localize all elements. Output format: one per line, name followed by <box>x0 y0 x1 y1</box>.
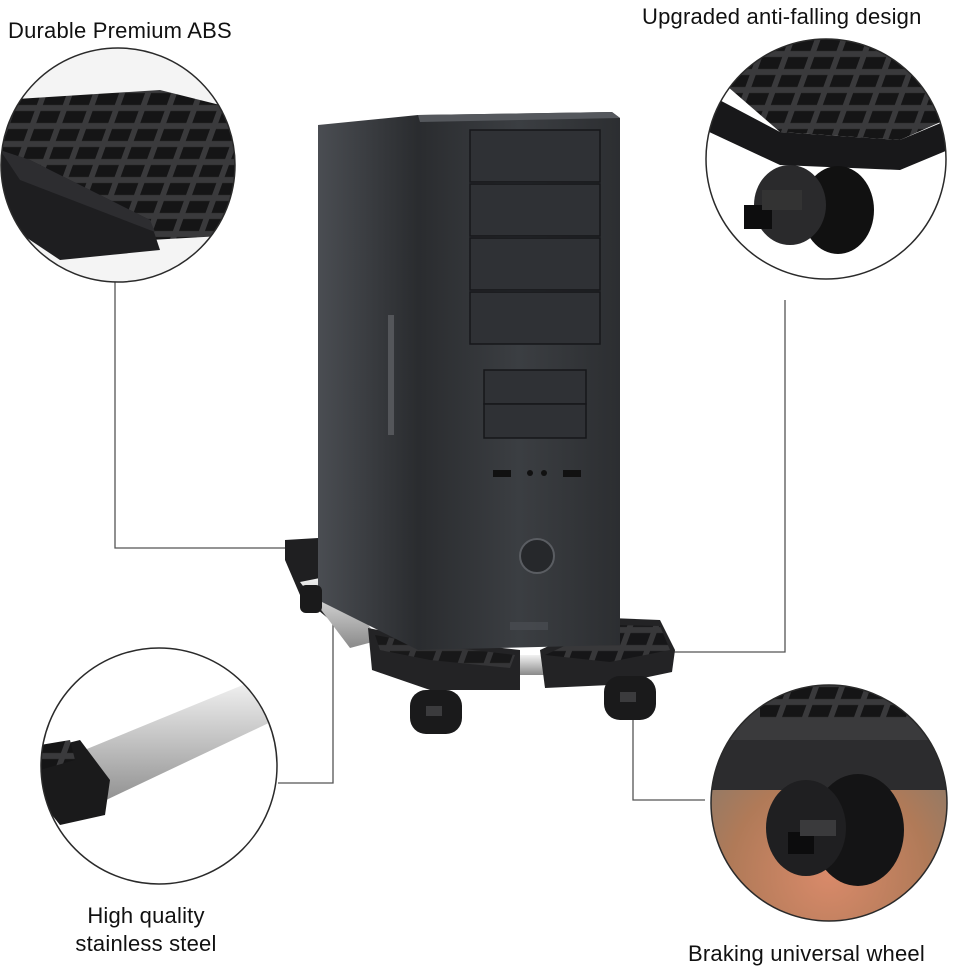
callout-anti-falling-design: Upgraded anti-falling design <box>642 4 922 29</box>
detail-braking-wheel-circle <box>710 684 948 922</box>
callout-stainless-steel-line1: High quality <box>87 903 205 928</box>
callout-braking-universal-wheel: Braking universal wheel <box>688 941 925 966</box>
computer-tower-stand <box>285 112 675 734</box>
callout-stainless-steel-line2: stainless steel <box>75 931 217 956</box>
leader-lines <box>114 280 786 801</box>
detail-anti-falling-circle <box>705 38 947 280</box>
callout-stainless-steel: High quality stainless steel <box>66 902 226 958</box>
callout-durable-premium-abs: Durable Premium ABS <box>8 18 232 43</box>
detail-steel-circle <box>40 647 278 885</box>
detail-abs-circle <box>0 47 236 283</box>
